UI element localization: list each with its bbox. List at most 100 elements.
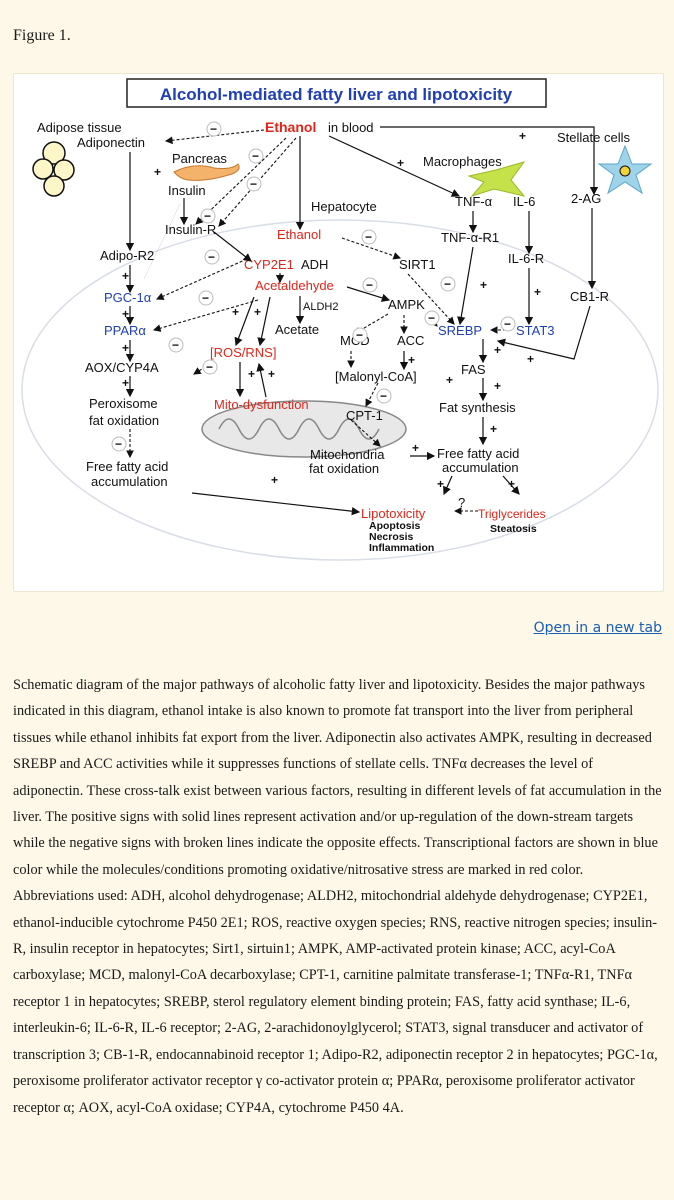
figure-caption: Schematic diagram of the major pathways …	[13, 677, 662, 1116]
svg-text:+: +	[494, 343, 501, 357]
mito-dysfunction-label: Mito-dysfunction	[214, 397, 309, 412]
svg-text:+: +	[268, 367, 275, 381]
svg-text:−: −	[172, 338, 179, 352]
pathway-diagram: Alcohol-mediated fatty liver and lipotox…	[21, 78, 659, 561]
svg-text:+: +	[248, 367, 255, 381]
question-label: ?	[458, 495, 465, 510]
svg-text:−: −	[204, 209, 211, 223]
cb1-r-label: CB1-R	[570, 289, 609, 304]
apoptosis-label: Apoptosis	[369, 520, 420, 532]
svg-text:−: −	[366, 278, 373, 292]
acc-label: ACC	[397, 333, 424, 348]
svg-text:+: +	[397, 156, 404, 170]
svg-text:+: +	[122, 376, 129, 390]
in-blood-label: in blood	[328, 120, 374, 135]
two-ag-label: 2-AG	[571, 191, 601, 206]
svg-text:−: −	[210, 122, 217, 136]
svg-text:+: +	[122, 341, 129, 355]
aox-label: AOX/CYP4A	[85, 360, 159, 375]
macrophage-icon	[467, 161, 526, 198]
svg-text:+: +	[490, 422, 497, 436]
il6-r-label: IL-6-R	[508, 251, 544, 266]
inflammation-label: Inflammation	[369, 542, 434, 554]
ffa-left-line1: Free fatty acid	[86, 459, 168, 474]
insulin-label: Insulin	[168, 183, 206, 198]
svg-text:−: −	[206, 360, 213, 374]
svg-text:+: +	[446, 373, 453, 387]
svg-text:−: −	[115, 437, 122, 451]
sirt1-label: SIRT1	[399, 257, 436, 272]
svg-text:+: +	[254, 305, 261, 319]
regulation-signs: − − − − − − − − − − − − − − − − + + + + …	[111, 121, 541, 491]
hepatocyte-label: Hepatocyte	[311, 199, 377, 214]
svg-text:+: +	[154, 165, 161, 179]
ffa-right-line2: accumulation	[442, 460, 519, 475]
fas-label: FAS	[461, 362, 486, 377]
tnf-a-r1-label: TNF-α-R1	[441, 230, 499, 245]
ros-rns-label: [ROS/RNS]	[210, 345, 276, 360]
ethanol-hep-label: Ethanol	[277, 227, 321, 242]
figure-panel[interactable]: Alcohol-mediated fatty liver and lipotox…	[13, 73, 664, 592]
svg-text:+: +	[534, 285, 541, 299]
svg-text:−: −	[504, 317, 511, 331]
ethanol-blood-label: Ethanol	[265, 119, 316, 135]
pgc1a-label: PGC-1α	[104, 290, 152, 305]
svg-text:+: +	[408, 353, 415, 367]
svg-text:−: −	[444, 277, 451, 291]
svg-text:+: +	[519, 129, 526, 143]
svg-text:+: +	[232, 305, 239, 319]
svg-text:+: +	[494, 379, 501, 393]
svg-text:−: −	[252, 149, 259, 163]
hepatocyte-cell	[21, 219, 659, 561]
pancreas-label: Pancreas	[172, 151, 227, 166]
peroxisome-label: Peroxisome	[89, 396, 158, 411]
adipose-tissue-label: Adipose tissue	[37, 120, 122, 135]
mito-fat-ox-label: fat oxidation	[309, 461, 379, 476]
diagram-title-box	[126, 78, 547, 108]
steatosis-label: Steatosis	[490, 523, 537, 535]
mitochondrion-icon	[201, 400, 407, 458]
cpt1-label: CPT-1	[346, 408, 383, 423]
ffa-right-line1: Free fatty acid	[437, 446, 519, 461]
il6-label: IL-6	[513, 194, 535, 209]
svg-text:+: +	[480, 278, 487, 292]
svg-text:−: −	[208, 250, 215, 264]
ampk-label: AMPK	[388, 297, 425, 312]
svg-text:+: +	[508, 477, 515, 491]
malonyl-label: [Malonyl-CoA]	[335, 369, 417, 384]
svg-text:−: −	[428, 311, 435, 325]
ffa-left-line2: accumulation	[91, 474, 168, 489]
diagram-title: Alcohol-mediated fatty liver and lipotox…	[160, 85, 513, 104]
lipotoxicity-label: Lipotoxicity	[361, 506, 426, 521]
insulin-r-label: Insulin-R	[165, 222, 216, 237]
stat3-label: STAT3	[516, 323, 555, 338]
svg-text:+: +	[527, 352, 534, 366]
srebp-label: SREBP	[438, 323, 482, 338]
triglycerides-label: Triglycerides	[478, 507, 546, 521]
svg-text:+: +	[437, 477, 444, 491]
mitochondria-label: Mitochondria	[310, 447, 385, 462]
svg-text:−: −	[202, 291, 209, 305]
svg-text:+: +	[122, 269, 129, 283]
macrophages-label: Macrophages	[423, 154, 502, 169]
acetaldehyde-label: Acetaldehyde	[255, 278, 334, 293]
figure-label: Figure 1.	[13, 27, 71, 44]
adipo-r2-label: Adipo-R2	[100, 248, 154, 263]
svg-text:+: +	[412, 441, 419, 455]
acetate-label: Acetate	[275, 322, 319, 337]
ppara-label: PPARα	[104, 323, 146, 338]
svg-text:−: −	[365, 230, 372, 244]
svg-text:−: −	[250, 177, 257, 191]
adh-label: ADH	[301, 257, 328, 272]
necrosis-label: Necrosis	[369, 531, 414, 543]
fat-oxidation-label: fat oxidation	[89, 413, 159, 428]
open-in-new-tab-link[interactable]: Open in a new tab	[533, 620, 662, 636]
tnf-a-label: TNF-α	[455, 194, 493, 209]
pancreas-icon	[173, 163, 240, 181]
svg-text:−: −	[356, 328, 363, 342]
adipose-cells-icon	[32, 141, 75, 197]
adiponectin-label: Adiponectin	[77, 135, 145, 150]
fat-synthesis-label: Fat synthesis	[439, 400, 516, 415]
svg-text:−: −	[380, 389, 387, 403]
cyp2e1-label: CYP2E1	[244, 257, 294, 272]
